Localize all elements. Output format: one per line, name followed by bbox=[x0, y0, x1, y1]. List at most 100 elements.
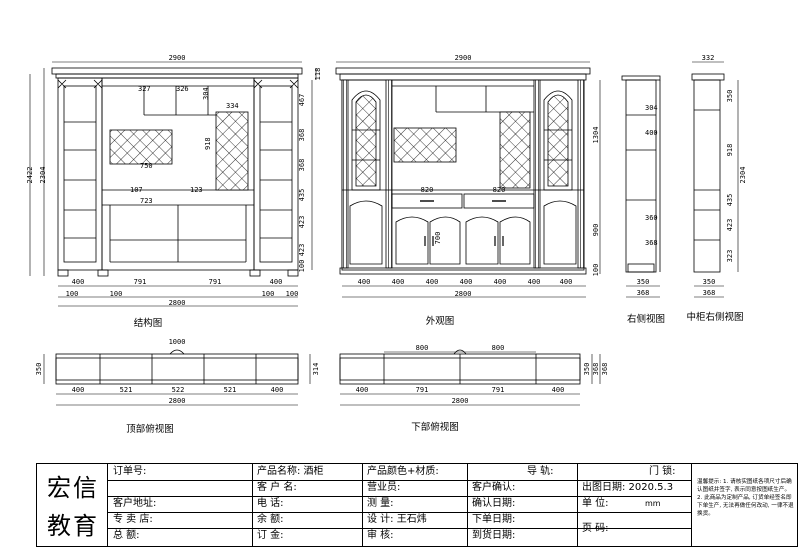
notice-text: 温馨提示: 1. 请核实图纸各项尺寸后确认图纸并签字, 表示同意按图纸生产。2.… bbox=[697, 479, 794, 518]
phone-label: 电 话: bbox=[257, 498, 284, 509]
elevation-right-dim: 100 bbox=[592, 264, 600, 277]
structure-right-dim: 368 bbox=[298, 129, 306, 142]
bottom-plan-caption: 下部俯视图 bbox=[411, 421, 459, 433]
product-name: 产品名称: 酒柜 bbox=[257, 466, 324, 477]
structure-dims bbox=[29, 61, 317, 307]
structure-bottom-dim: 400 bbox=[270, 278, 283, 286]
handle-label: 门 锁: bbox=[649, 466, 676, 477]
bottom-plan-top-dim: 800 bbox=[416, 344, 429, 352]
elevation-view bbox=[335, 67, 591, 275]
top-plan-bottom-dim: 400 bbox=[271, 386, 284, 394]
top-plan-bottom-dim: 521 bbox=[120, 386, 133, 394]
right-side-dim: 304 bbox=[645, 104, 658, 112]
right-side-dim: 350 bbox=[637, 278, 650, 286]
middle-right-dim-labels: 332 2304 350 918 435 423 323 350 368 bbox=[702, 54, 747, 297]
customer-name-label: 客 户 名: bbox=[257, 482, 297, 493]
customer-confirm-label: 客户确认: bbox=[472, 482, 516, 493]
structure-caption: 结构图 bbox=[134, 317, 163, 329]
structure-inner-dim: 327 bbox=[138, 85, 151, 93]
company-name-line2: 教育 bbox=[47, 512, 99, 540]
middle-right-dim: 350 bbox=[703, 278, 716, 286]
structure-height-top: 118 bbox=[314, 68, 322, 81]
structure-bottom-dim: 791 bbox=[134, 278, 147, 286]
top-plan-width-total: 2800 bbox=[169, 397, 186, 405]
middle-right-caption: 中柜右侧视图 bbox=[686, 311, 743, 323]
elevation-caption: 外观图 bbox=[426, 315, 455, 327]
bottom-plan-right-dim: 368 bbox=[592, 363, 600, 376]
elevation-inner-dim: 700 bbox=[434, 232, 442, 245]
right-side-dim: 368 bbox=[645, 239, 658, 247]
designer: 设 计: 王石炜 bbox=[367, 514, 427, 525]
structure-plinth-dim: 100 bbox=[110, 290, 123, 298]
elevation-bottom-dim: 400 bbox=[494, 278, 507, 286]
unit-value: mm bbox=[645, 499, 661, 508]
structure-view bbox=[51, 67, 303, 277]
structure-height-lower: 2304 bbox=[39, 167, 47, 184]
structure-inner-dim: 123 bbox=[190, 186, 203, 194]
title-block: 宏信 教育 订单号: 客户地址: 专 卖 店: 总 额: 产品名称: 酒柜 客 … bbox=[36, 463, 798, 547]
rail-label: 导 轨: bbox=[527, 466, 554, 477]
structure-inner-dim: 326 bbox=[176, 85, 189, 93]
middle-right-top: 332 bbox=[702, 54, 715, 62]
structure-right-dim: 423 bbox=[298, 244, 306, 257]
structure-inner-dim: 750 bbox=[140, 162, 153, 170]
bottom-plan-top-dim: 800 bbox=[492, 344, 505, 352]
middle-right-dim: 350 bbox=[726, 90, 734, 103]
right-side-view bbox=[621, 75, 661, 273]
elevation-width-top: 2900 bbox=[455, 54, 472, 62]
structure-width-top: 2900 bbox=[169, 54, 186, 62]
top-plan-caption: 顶部俯视图 bbox=[126, 423, 174, 435]
company-name-line1: 宏信 bbox=[47, 474, 99, 502]
delivery-date-label: 到货日期: bbox=[472, 530, 516, 541]
order-number-label: 订单号: bbox=[113, 466, 147, 477]
order-date-label: 下单日期: bbox=[472, 514, 516, 525]
structure-right-dim: 423 bbox=[298, 216, 306, 229]
measure-label: 测 量: bbox=[367, 498, 394, 509]
elevation-width-total: 2800 bbox=[455, 290, 472, 298]
review-label: 审 核: bbox=[367, 530, 394, 541]
middle-right-view bbox=[691, 73, 725, 273]
confirm-date-label: 确认日期: bbox=[472, 498, 516, 509]
total-label: 总 额: bbox=[113, 530, 140, 541]
right-side-dim-labels: 304 400 360 368 350 368 bbox=[637, 104, 658, 297]
elevation-bottom-dim: 400 bbox=[560, 278, 573, 286]
middle-right-dim: 423 bbox=[726, 219, 734, 232]
structure-dim-labels: 2900 2422 2304 118 467 368 368 435 423 4… bbox=[26, 54, 322, 307]
page-label: 页 码: bbox=[582, 523, 609, 534]
right-side-caption: 右侧视图 bbox=[627, 313, 665, 325]
elevation-bottom-dim: 400 bbox=[460, 278, 473, 286]
structure-bottom-dim: 791 bbox=[209, 278, 222, 286]
structure-right-dim: 100 bbox=[298, 260, 306, 273]
bottom-plan-right-dim: 368 bbox=[601, 363, 609, 376]
elevation-right-dim: 1304 bbox=[592, 127, 600, 144]
bottom-plan-depth: 350 bbox=[583, 363, 591, 376]
right-side-dim: 400 bbox=[645, 129, 658, 137]
structure-right-dim: 368 bbox=[298, 159, 306, 172]
structure-inner-dim: 723 bbox=[140, 197, 153, 205]
bottom-plan-bottom-dim: 791 bbox=[492, 386, 505, 394]
top-plan-depth: 350 bbox=[35, 363, 43, 376]
elevation-bottom-dim: 400 bbox=[528, 278, 541, 286]
store-label: 专 卖 店: bbox=[113, 514, 153, 525]
bottom-plan-bottom-dim: 400 bbox=[552, 386, 565, 394]
bottom-plan-width-total: 2800 bbox=[452, 397, 469, 405]
top-plan-small-tag: 1000 bbox=[169, 338, 186, 346]
structure-width-total: 2800 bbox=[169, 299, 186, 307]
middle-right-dim: 368 bbox=[703, 289, 716, 297]
structure-plinth-dim: 100 bbox=[66, 290, 79, 298]
top-plan-right: 314 bbox=[312, 363, 320, 376]
elevation-inner-dim: 820 bbox=[493, 186, 506, 194]
top-plan-bottom-dim: 521 bbox=[224, 386, 237, 394]
top-plan-dim-labels: 1000 350 314 400 521 522 521 400 2800 bbox=[35, 338, 320, 405]
structure-inner-dim: 304 bbox=[202, 87, 210, 100]
right-side-dim: 360 bbox=[645, 214, 658, 222]
drawing-date: 出图日期: 2020.5.3 bbox=[582, 482, 674, 493]
bottom-plan-dims bbox=[340, 351, 601, 406]
elevation-inner-dim: 820 bbox=[421, 186, 434, 194]
elevation-bottom-dim: 400 bbox=[392, 278, 405, 286]
structure-right-dim: 435 bbox=[298, 189, 306, 202]
top-plan-view bbox=[55, 349, 299, 385]
structure-inner-dim: 334 bbox=[226, 102, 239, 110]
bottom-plan-dim-labels: 800 800 350 368 368 400 791 791 400 2800 bbox=[356, 344, 609, 405]
elevation-bottom-dim: 400 bbox=[358, 278, 371, 286]
